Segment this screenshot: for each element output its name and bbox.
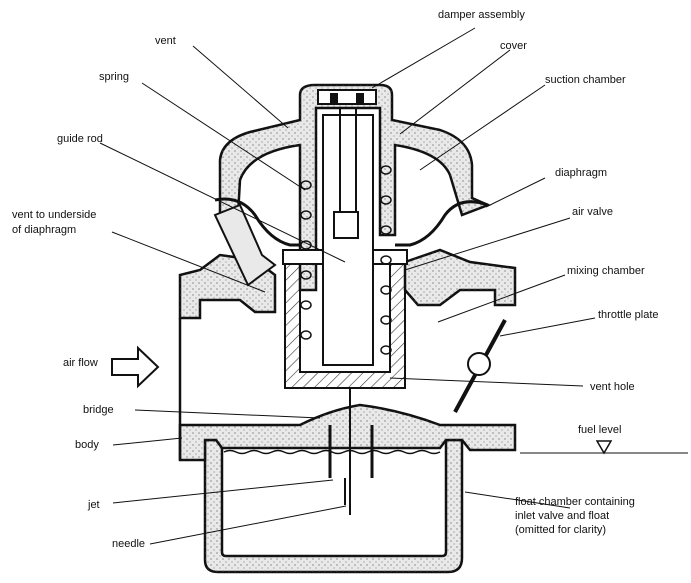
fuel-level-marker <box>520 440 688 455</box>
air-flow-arrow <box>111 345 160 389</box>
float-chamber <box>203 438 464 574</box>
label-float-chamber-line1: float chamber containing <box>515 496 635 508</box>
label-damper-assembly: damper assembly <box>438 9 525 21</box>
leader-lines <box>99 27 596 545</box>
label-vent: vent <box>155 35 176 47</box>
label-vent-underside-line1: vent to underside <box>12 209 96 221</box>
label-bridge: bridge <box>83 404 114 416</box>
label-body: body <box>75 439 99 451</box>
fuel-surface <box>223 449 441 455</box>
spring-coils <box>300 165 392 355</box>
throttle-plate <box>453 319 507 413</box>
label-jet: jet <box>87 499 100 511</box>
needle-and-jet <box>328 388 374 515</box>
label-vent-hole: vent hole <box>590 381 635 393</box>
label-air-valve: air valve <box>572 206 613 218</box>
label-air-flow: air flow <box>63 357 98 369</box>
diaphragm-membrane <box>213 197 489 287</box>
label-float-chamber-line3: (omitted for clarity) <box>515 524 606 536</box>
label-guide-rod: guide rod <box>57 133 103 145</box>
label-throttle-plate: throttle plate <box>598 309 659 321</box>
label-spring: spring <box>99 71 129 83</box>
label-cover: cover <box>500 40 527 52</box>
label-fuel-level: fuel level <box>578 424 621 436</box>
body-flange <box>178 403 517 462</box>
label-needle: needle <box>112 538 145 550</box>
guide-rod <box>322 108 374 366</box>
label-vent-underside-line2: of diaphragm <box>12 224 76 236</box>
label-mixing-chamber: mixing chamber <box>567 265 645 277</box>
body-right <box>403 248 517 307</box>
label-diaphragm: diaphragm <box>555 167 607 179</box>
label-float-chamber-line2: inlet valve and float <box>515 510 609 522</box>
label-suction-chamber: suction chamber <box>545 74 626 86</box>
labels: damper assembly vent cover spring suctio… <box>12 9 659 550</box>
